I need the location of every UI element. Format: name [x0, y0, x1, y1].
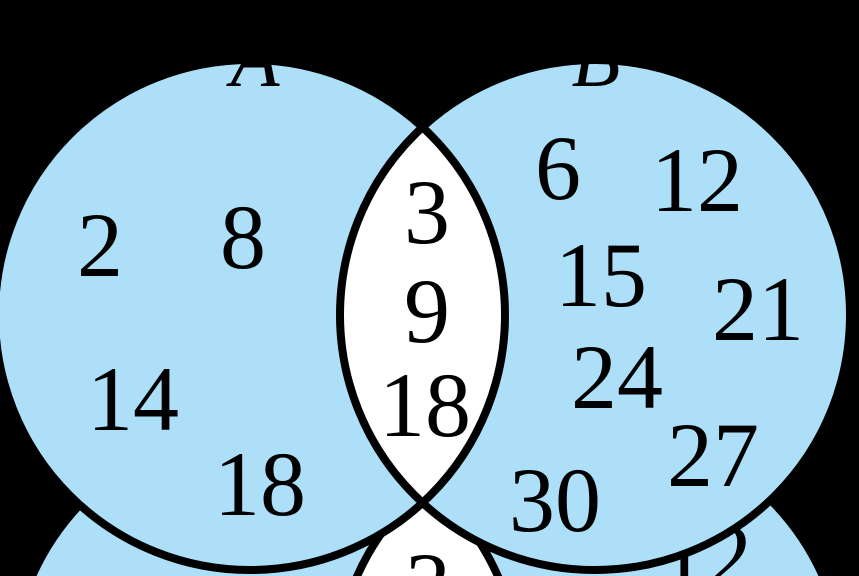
set-a-label: A: [226, 16, 281, 104]
set-b-outline: [336, 56, 854, 574]
main-venn-diagram: A B 2 8 14 18 3 9 18 6 12 15 21 24 27 30: [0, 16, 854, 574]
set-b-number: 6: [535, 117, 581, 219]
set-b-number: 21: [712, 258, 804, 360]
intersection-number: 18: [379, 354, 471, 456]
set-b-number: 12: [651, 129, 743, 231]
intersection-number: 9: [404, 260, 450, 362]
set-b-number: 15: [555, 224, 647, 326]
set-a-number: 2: [77, 194, 123, 296]
set-a-number: 14: [87, 348, 179, 450]
intersection-number: 3: [404, 161, 450, 263]
intersection-region: [339, 127, 506, 503]
set-b-number: 30: [509, 449, 601, 551]
set-a-outline: [0, 56, 509, 574]
set-b-number: 27: [667, 404, 759, 506]
set-a-number: 18: [214, 433, 306, 535]
second-intersection-number: 3: [405, 534, 451, 576]
set-a-number: 8: [220, 186, 266, 288]
set-b-number: 24: [571, 326, 663, 428]
second-intersection-region: [357, 483, 498, 576]
set-b-label: B: [572, 16, 621, 104]
